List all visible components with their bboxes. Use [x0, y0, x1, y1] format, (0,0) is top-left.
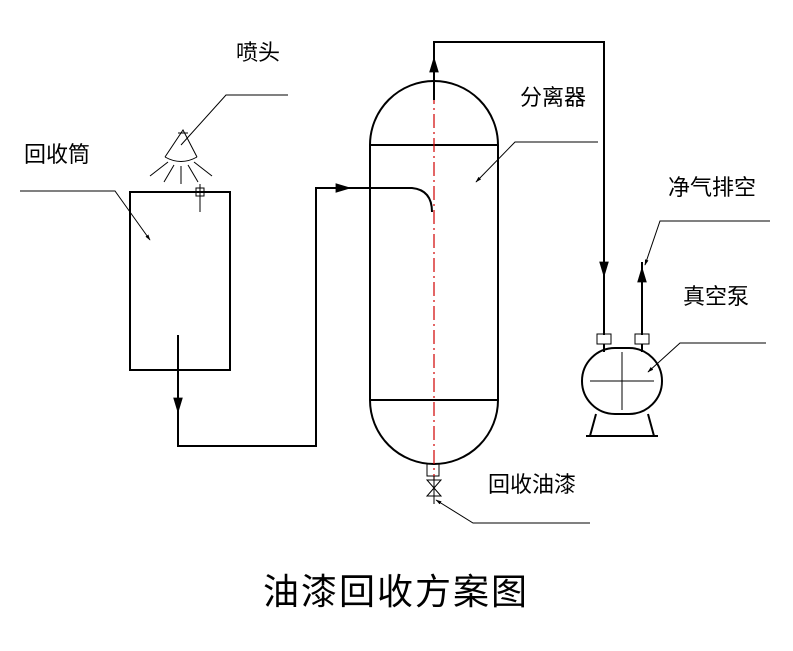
nozzle-label: 喷头	[236, 41, 280, 66]
recovered-oil-paint-label: 回收油漆	[488, 473, 576, 498]
separator-label: 分离器	[520, 86, 586, 111]
drum-inlet-fitting	[184, 184, 216, 212]
pipe-drum-to-separator	[173, 183, 433, 447]
drain-valve-icon	[425, 476, 443, 504]
recovery-drum-leader	[20, 190, 151, 241]
nozzle-leader	[180, 94, 288, 146]
recovered-oil-paint-leader	[435, 499, 590, 524]
clean-air-exhaust-label: 净气排空	[668, 176, 756, 201]
recovery-drum-label: 回收筒	[24, 143, 90, 168]
vacuum-pump-leader	[647, 342, 766, 373]
clean-air-exhaust-leader	[644, 220, 770, 266]
separator-leader	[475, 141, 598, 183]
diagram-title: 油漆回收方案图	[263, 572, 529, 613]
recovery-drum	[129, 191, 231, 371]
vacuum-pump	[581, 333, 663, 437]
pipe-separator-to-pump	[429, 41, 609, 335]
nozzle	[149, 129, 213, 184]
vacuum-pump-label: 真空泵	[683, 285, 749, 310]
